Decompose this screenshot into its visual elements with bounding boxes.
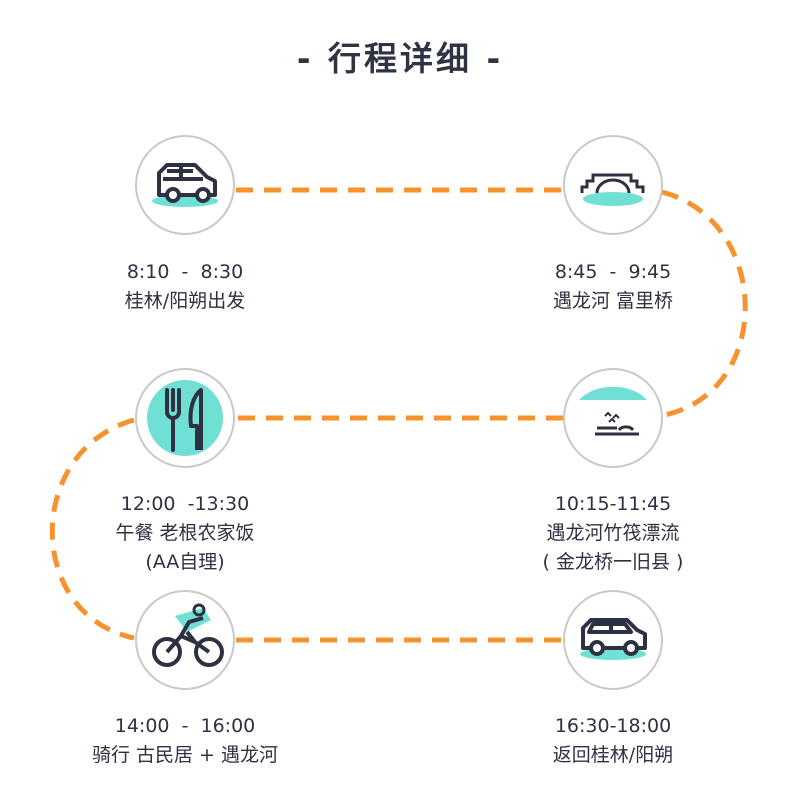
stop-description: 午餐 老根农家饭 bbox=[115, 522, 255, 544]
fork-knife-icon bbox=[147, 380, 223, 456]
stop-5-icon-circle bbox=[135, 590, 235, 690]
stop-description-note: (AA自理) bbox=[145, 551, 225, 573]
stop-4-icon-circle bbox=[135, 368, 235, 468]
stop-description: 遇龙河竹筏漂流 bbox=[546, 522, 680, 544]
bicycle-icon bbox=[152, 603, 224, 667]
stop-1-label: 8:10 - 8:30 桂林/阳朔出发 bbox=[55, 258, 315, 316]
route-segment-4 bbox=[49, 417, 135, 641]
stop-description: 骑行 古民居 + 遇龙河 bbox=[91, 744, 279, 766]
stop-description: 桂林/阳朔出发 bbox=[124, 290, 246, 312]
car-icon bbox=[580, 618, 647, 660]
stop-5-label: 14:00 - 16:00 骑行 古民居 + 遇龙河 bbox=[55, 712, 315, 770]
stop-4-label: 12:00 -13:30 午餐 老根农家饭 (AA自理) bbox=[55, 490, 315, 577]
stop-time: 8:10 - 8:30 bbox=[126, 261, 244, 283]
stop-6-label: 16:30-18:00 返回桂林/阳朔 bbox=[483, 712, 743, 770]
route-segment-2 bbox=[661, 189, 748, 418]
river-icon bbox=[579, 386, 647, 436]
stop-6-icon-circle bbox=[563, 590, 663, 690]
stop-time: 10:15-11:45 bbox=[554, 493, 672, 515]
stop-description: 遇龙河 富里桥 bbox=[552, 290, 674, 312]
stop-1-icon-circle bbox=[135, 135, 235, 235]
bridge-icon bbox=[580, 173, 645, 206]
stop-time: 12:00 -13:30 bbox=[120, 493, 250, 515]
stop-2-icon-circle bbox=[563, 135, 663, 235]
car-icon bbox=[152, 163, 218, 207]
page-title: - 行程详细 - bbox=[296, 39, 504, 78]
stop-time: 16:30-18:00 bbox=[554, 715, 672, 737]
stop-description: 返回桂林/阳朔 bbox=[552, 744, 674, 766]
stop-2-label: 8:45 - 9:45 遇龙河 富里桥 bbox=[483, 258, 743, 316]
stop-3-label: 10:15-11:45 遇龙河竹筏漂流 ( 金龙桥一旧县 ) bbox=[483, 490, 743, 577]
stop-description-note: ( 金龙桥一旧县 ) bbox=[542, 551, 684, 573]
stop-3-icon-circle bbox=[563, 368, 663, 468]
stop-time: 14:00 - 16:00 bbox=[114, 715, 256, 737]
stop-time: 8:45 - 9:45 bbox=[554, 261, 672, 283]
